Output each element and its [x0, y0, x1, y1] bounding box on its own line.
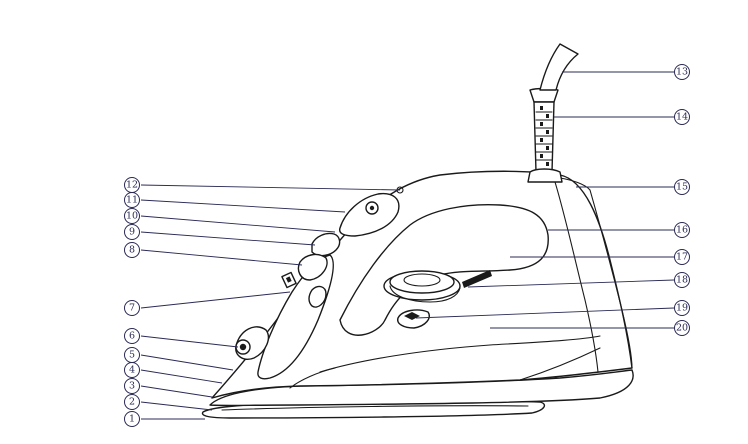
power-cord — [539, 43, 579, 91]
callout-12: 12 — [124, 177, 140, 193]
callout-16-label: 16 — [676, 225, 688, 236]
callout-15-label: 15 — [676, 182, 688, 193]
callout-2-label: 2 — [129, 397, 135, 408]
callout-8: 8 — [124, 242, 140, 258]
callout-11: 11 — [124, 192, 140, 208]
callout-17-label: 17 — [676, 252, 688, 263]
callout-17: 17 — [674, 249, 690, 265]
callout-10-label: 10 — [126, 211, 138, 222]
callout-19-label: 19 — [676, 303, 688, 314]
callout-20-label: 20 — [676, 323, 688, 334]
callout-15: 15 — [674, 179, 690, 195]
callout-13: 13 — [674, 64, 690, 80]
cord-guard — [527, 87, 563, 183]
callout-19: 19 — [674, 300, 690, 316]
callout-9-label: 9 — [129, 227, 135, 238]
callout-1-label: 1 — [129, 414, 135, 425]
selector-switch — [281, 271, 297, 289]
callout-18-label: 18 — [676, 275, 688, 286]
handle-opening — [339, 203, 549, 336]
callout-11-label: 11 — [126, 195, 138, 206]
callout-16: 16 — [674, 222, 690, 238]
callout-5-label: 5 — [129, 350, 135, 361]
rear-heel — [559, 177, 633, 369]
callout-14-label: 14 — [676, 112, 688, 123]
callout-1: 1 — [124, 411, 140, 427]
callout-4-label: 4 — [129, 365, 135, 376]
callout-18: 18 — [674, 272, 690, 288]
callout-3-label: 3 — [129, 381, 135, 392]
iron-illustration — [201, 43, 634, 419]
callout-10: 10 — [124, 208, 140, 224]
temperature-dial — [383, 270, 492, 303]
leader-lines — [140, 71, 675, 420]
callout-6-label: 6 — [129, 331, 135, 342]
callout-5: 5 — [124, 347, 140, 363]
fill-cover — [297, 253, 328, 281]
water-tank — [257, 254, 334, 380]
top-controls — [338, 186, 404, 237]
callout-14: 14 — [674, 109, 690, 125]
callout-13-label: 13 — [676, 67, 688, 78]
callout-20: 20 — [674, 320, 690, 336]
callout-4: 4 — [124, 362, 140, 378]
callout-2: 2 — [124, 394, 140, 410]
callout-9: 9 — [124, 224, 140, 240]
callout-12-label: 12 — [126, 180, 138, 191]
callout-7: 7 — [124, 300, 140, 316]
callout-3: 3 — [124, 378, 140, 394]
callout-6: 6 — [124, 328, 140, 344]
callout-7-label: 7 — [129, 303, 135, 314]
callout-8-label: 8 — [129, 245, 135, 256]
